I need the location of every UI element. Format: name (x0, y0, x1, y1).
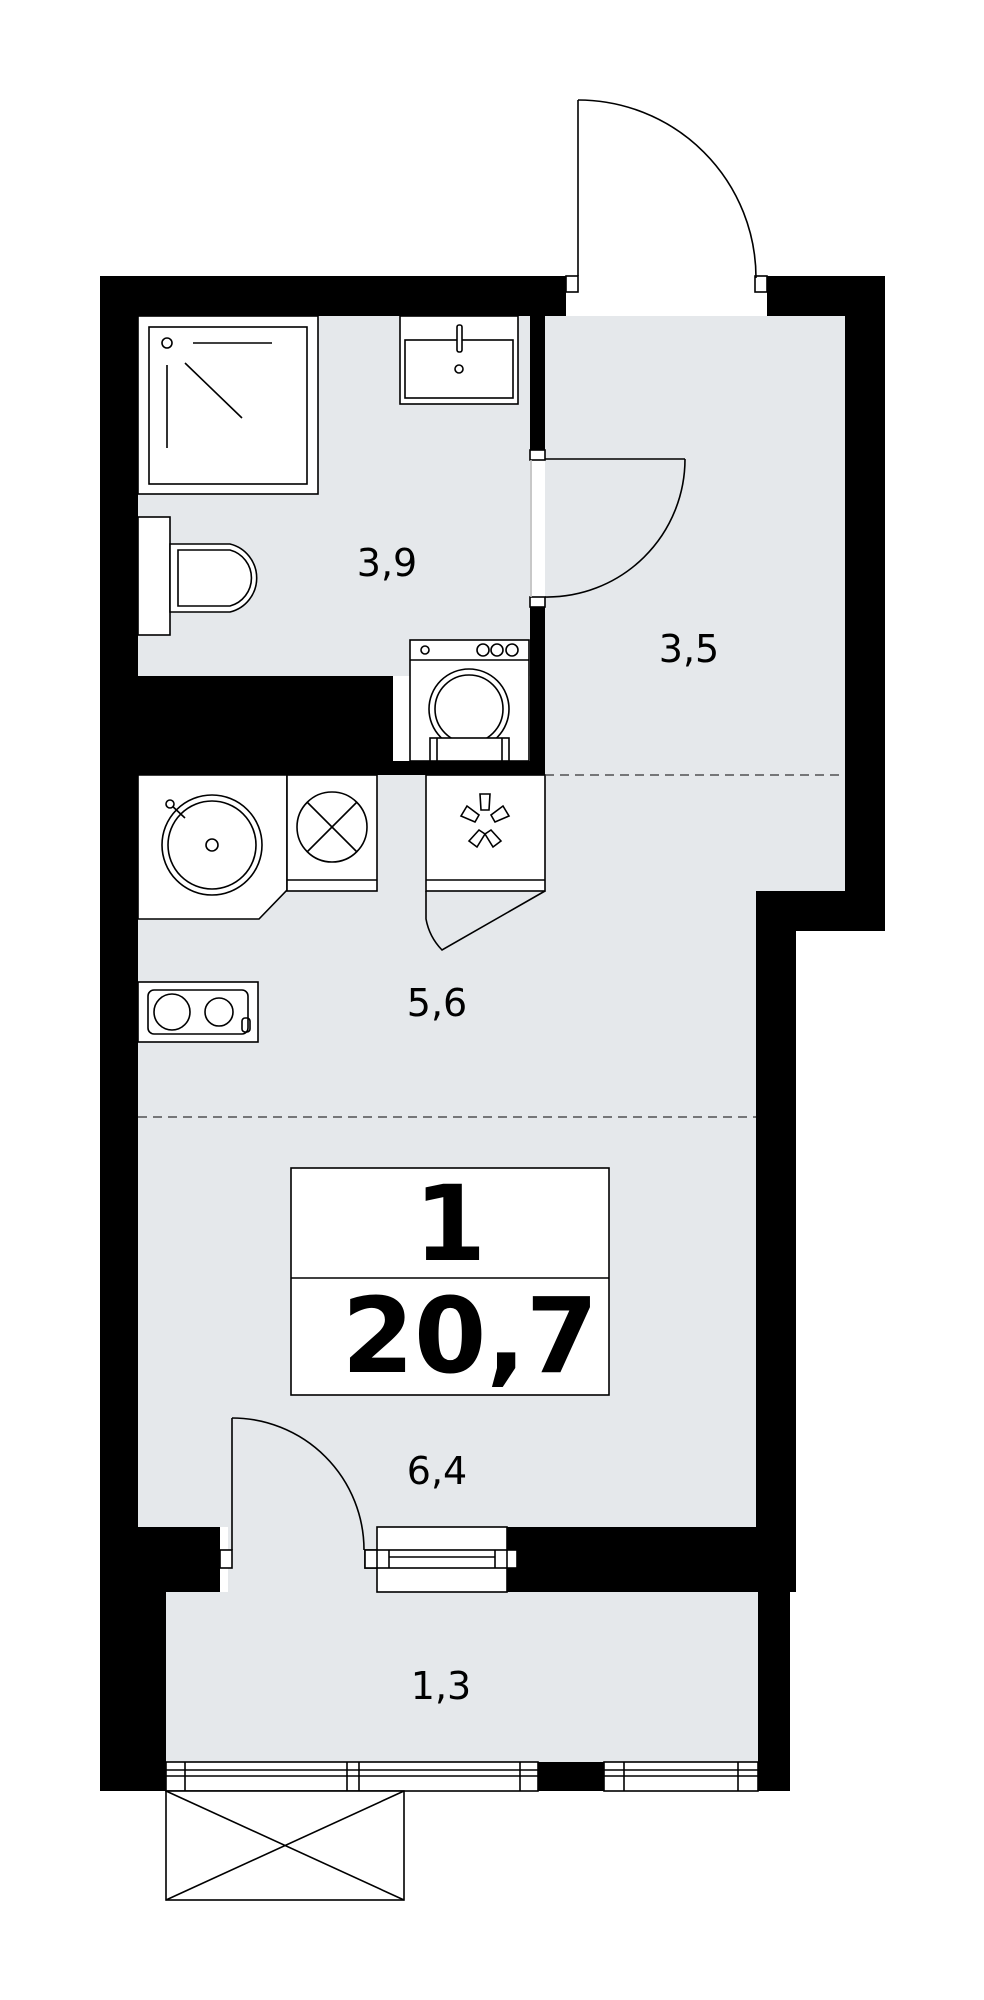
area-bathroom: 3,9 (357, 541, 417, 585)
wall-balcony-left (100, 1592, 166, 1791)
entrance-door (565, 99, 768, 293)
wall-partition-top (530, 316, 545, 450)
window-living (364, 1526, 518, 1593)
cooktop (137, 981, 259, 1043)
area-living: 6,4 (407, 1449, 467, 1493)
floor-door-passage (228, 1527, 378, 1592)
floor-balcony (166, 1592, 758, 1762)
rooms-count: 1 (414, 1163, 486, 1285)
wall-bottom-left (138, 1527, 220, 1592)
bathroom-door (529, 449, 686, 608)
area-kitchen: 5,6 (407, 981, 467, 1025)
wall-bottom-right (507, 1527, 796, 1592)
shower-tray (137, 315, 319, 495)
wall-right-upper (845, 276, 885, 931)
kitchen-sink (137, 774, 288, 920)
wall-top-left (100, 276, 566, 316)
toilet (137, 516, 258, 636)
balcony-windows (165, 1761, 759, 1792)
dishwasher (286, 774, 378, 892)
wall-bathroom-kitchen (138, 676, 393, 775)
wall-left (100, 276, 138, 1791)
washing-machine (409, 639, 530, 762)
area-hall: 3,5 (659, 627, 719, 671)
total-area: 20,7 (342, 1275, 599, 1397)
ac-unit (165, 1790, 405, 1901)
area-balcony: 1,3 (411, 1664, 471, 1708)
summary-box: 1 20,7 (290, 1163, 610, 1397)
wall-bathroom-kitchen-thin (393, 761, 545, 775)
walls (100, 276, 885, 1791)
washbasin (399, 315, 519, 405)
wall-balcony-pier (538, 1762, 604, 1791)
wall-balcony-right (758, 1592, 790, 1791)
wall-partition-bottom (530, 605, 545, 775)
fridge (425, 774, 546, 952)
wall-right-lower (756, 891, 796, 1592)
